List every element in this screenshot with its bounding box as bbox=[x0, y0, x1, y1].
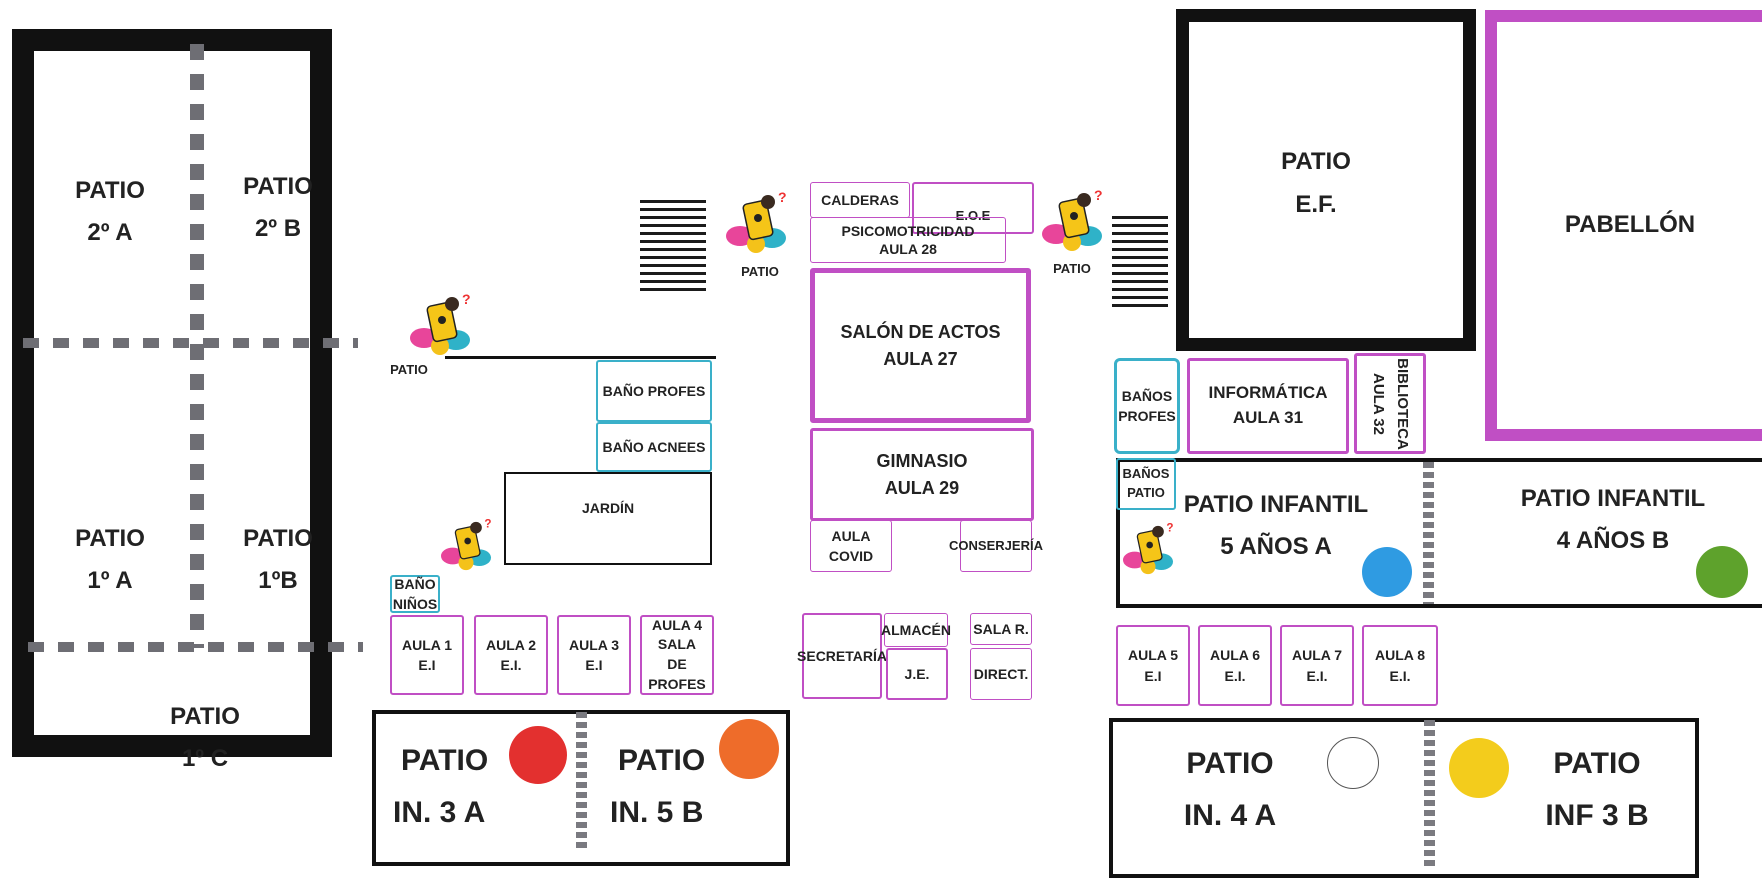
patio-ef-area bbox=[1176, 9, 1476, 351]
aula-4-room: AULA 4 SALA DE PROFES bbox=[640, 615, 714, 695]
svg-text:?: ? bbox=[462, 291, 471, 307]
biblioteca-room: BIBLIOTECA AULA 32 bbox=[1354, 353, 1426, 454]
jardin-label: JARDÍN bbox=[581, 500, 635, 516]
aula-1-room: AULA 1 E.I bbox=[390, 615, 464, 695]
direct-room: DIRECT. bbox=[970, 648, 1032, 700]
svg-text:?: ? bbox=[1094, 187, 1103, 203]
pabellon-area bbox=[1485, 10, 1762, 441]
mascot-icon-jardin: ? bbox=[441, 518, 491, 571]
svg-text:?: ? bbox=[778, 189, 787, 205]
white-dot-icon bbox=[1327, 737, 1379, 789]
patio-label-top-right: PATIO bbox=[1053, 261, 1091, 276]
salon-de-actos-room: SALÓN DE ACTOS AULA 27 bbox=[810, 268, 1031, 423]
aula-8-room: AULA 8 E.I. bbox=[1362, 625, 1438, 706]
pabellon-label: PABELLÓN bbox=[1564, 211, 1696, 238]
divider-infantil bbox=[1423, 462, 1434, 604]
svg-text:?: ? bbox=[484, 518, 491, 531]
patio-mascot-icon-top-right: ? bbox=[1042, 187, 1103, 251]
patio-mascot-icon-top-center: ? bbox=[726, 189, 787, 253]
conserjeria-room: CONSERJERÍA bbox=[949, 520, 1043, 572]
orange-dot-icon bbox=[719, 719, 779, 779]
aula-6-room: AULA 6 E.I. bbox=[1198, 625, 1272, 706]
red-dot-icon bbox=[509, 726, 567, 784]
green-dot-icon bbox=[1696, 546, 1748, 598]
gimnasio-room: GIMNASIO AULA 29 bbox=[810, 428, 1034, 521]
aula-7-room: AULA 7 E.I. bbox=[1280, 625, 1354, 706]
divider-in4a-inf3b bbox=[1424, 720, 1435, 866]
aula-2-room: AULA 2 E.I. bbox=[474, 615, 548, 695]
stairs-icon-right bbox=[1112, 216, 1168, 308]
jardin-area: JARDÍN bbox=[504, 472, 712, 565]
blue-dot-icon bbox=[1362, 547, 1412, 597]
banos-profes-room: BAÑOS PROFES bbox=[1114, 358, 1180, 454]
sala-r-room: SALA R. bbox=[970, 613, 1032, 645]
bano-ninos-room: BAÑO NIÑOS bbox=[390, 575, 440, 613]
biblioteca-label: BIBLIOTECA AULA 32 bbox=[1370, 357, 1412, 450]
corridor-wall bbox=[445, 356, 716, 359]
aula-covid-room: AULA COVID bbox=[810, 520, 892, 572]
eoe-room: E.O.E bbox=[912, 182, 1034, 234]
calderas-room: CALDERAS bbox=[810, 182, 910, 218]
patio-label-top-center: PATIO bbox=[741, 264, 779, 279]
patio-label-left: PATIO bbox=[390, 362, 428, 377]
stairs-icon-center bbox=[640, 200, 706, 296]
psicomotricidad-room: PSICOMOTRICIDAD AULA 28 bbox=[810, 217, 1006, 263]
yellow-dot-icon bbox=[1449, 738, 1509, 798]
almacen-room: ALMACÉN bbox=[881, 613, 951, 647]
mascot-icon-infantil: ? bbox=[1123, 522, 1173, 575]
left-patio-block bbox=[12, 29, 332, 757]
je-room: J.E. bbox=[886, 648, 948, 700]
left-divider-lower bbox=[28, 642, 363, 652]
left-divider-upper bbox=[23, 338, 358, 348]
patio-mascot-icon-left: ? bbox=[410, 291, 471, 355]
bano-profes-room: BAÑO PROFES bbox=[596, 360, 712, 422]
svg-text:?: ? bbox=[1166, 522, 1173, 535]
secretaria-room: SECRETARÍA bbox=[797, 613, 887, 699]
informatica-room: INFORMÁTICA AULA 31 bbox=[1187, 358, 1349, 454]
aula-5-room: AULA 5 E.I bbox=[1116, 625, 1190, 706]
aula-3-room: AULA 3 E.I bbox=[557, 615, 631, 695]
divider-in3a-in5b bbox=[576, 712, 587, 852]
banos-patio-room: BAÑOS PATIO bbox=[1116, 458, 1176, 510]
patio-infantil-block bbox=[1116, 458, 1762, 608]
bano-acnees-room: BAÑO ACNEES bbox=[596, 422, 712, 472]
